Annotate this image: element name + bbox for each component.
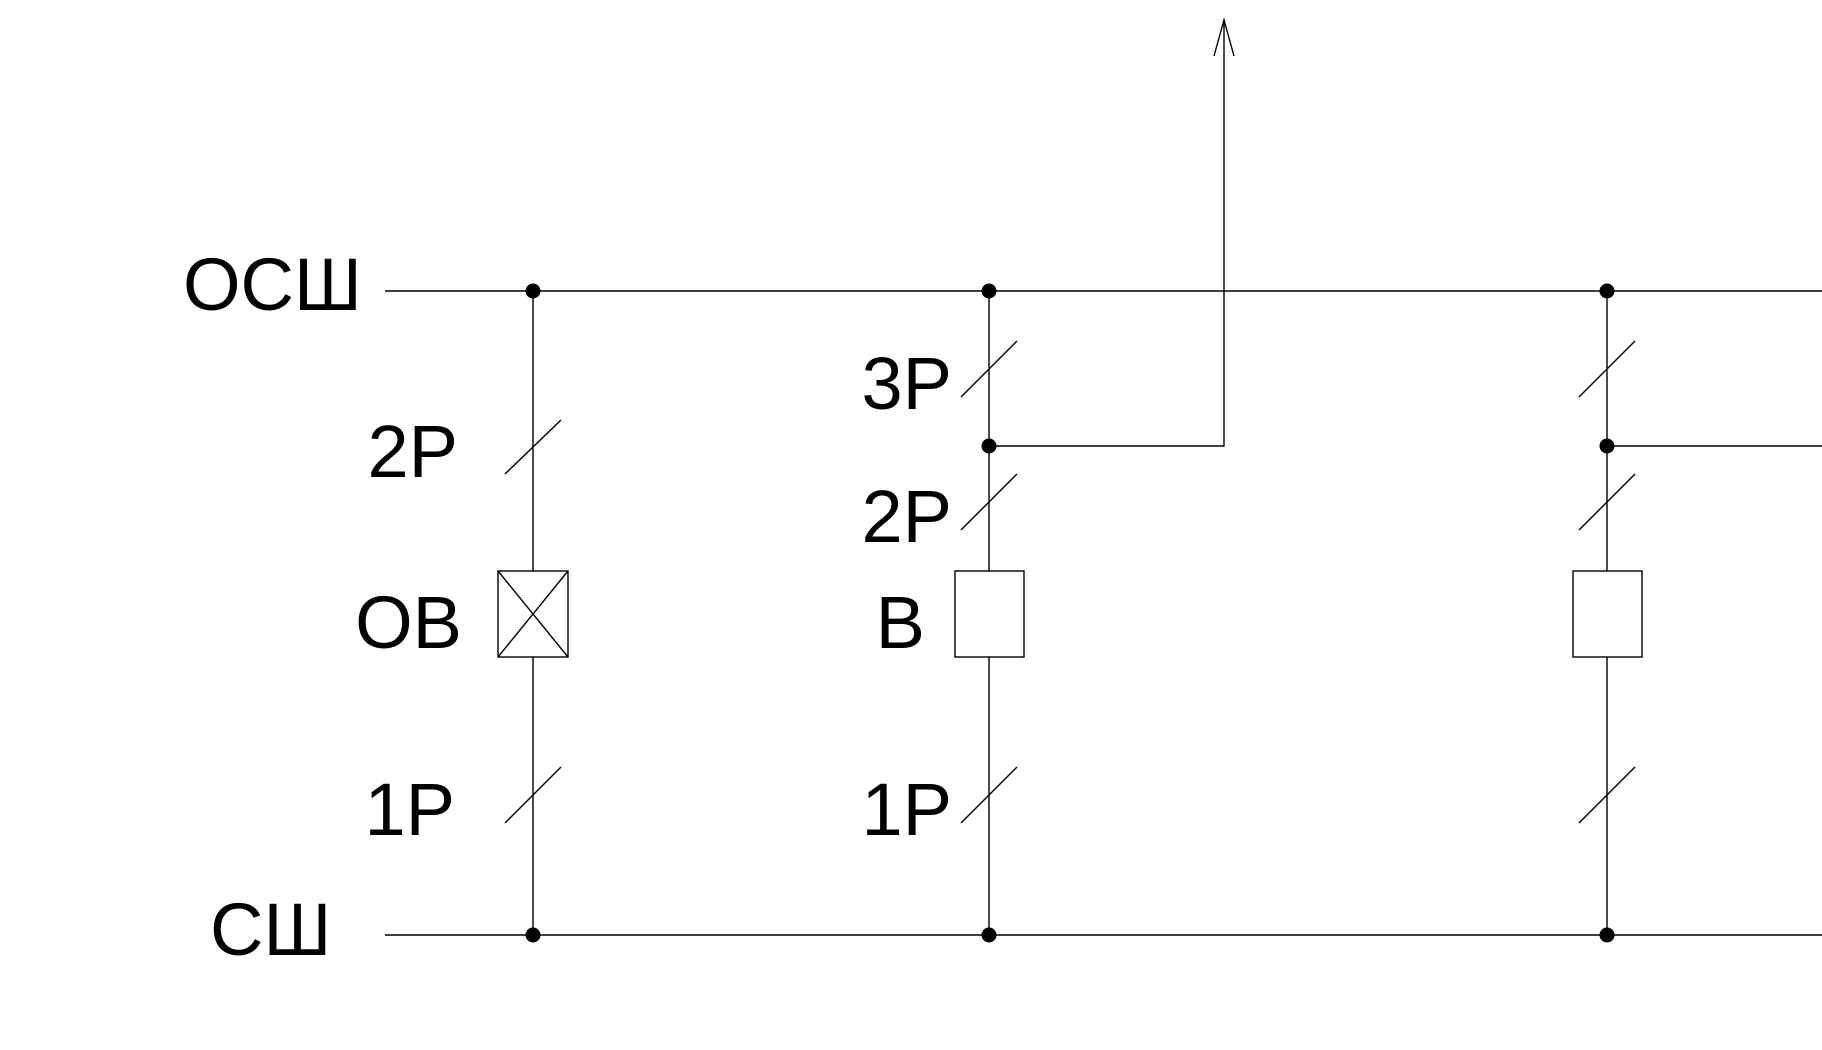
bypass-breaker-symbol [497,570,569,658]
bypass-breaker-label: ОВ [355,581,462,664]
line-breaker-label: В [876,581,925,664]
line-bay-bypass-disconnector-label: 3Р [861,342,952,425]
line-bay-2-breaker-symbol [1572,570,1643,658]
bypass-bus-label: ОСШ [183,243,362,326]
line-bay-bus-disconnector-symbol [960,766,1018,824]
line-bay-2-bus-disconnector-symbol [1578,766,1636,824]
line-bay-2-top-node [1599,283,1615,299]
line-bay-2-bypass-disconnector-symbol [1578,340,1636,398]
bypass-bay-lower-disconnector-symbol [504,766,562,824]
bypass-bay-lower-disconnector-label: 1Р [364,768,455,851]
line-bay-bus-disconnector-label: 1Р [861,768,952,851]
outgoing-line-arrow-icon [1213,17,1235,57]
bypass-bay-bottom-node [525,927,541,943]
line-bay-top-node [981,283,997,299]
main-bus-label: СШ [210,888,331,971]
bypass-breaker-cross-b [497,570,569,658]
line-bay-line-disconnector-symbol [960,473,1018,531]
bypass-bay-upper-disconnector-symbol [504,419,562,475]
line-breaker-symbol [954,570,1025,658]
line-bay-bottom-node [981,927,997,943]
line-bay-2 [1572,283,1822,943]
line-bay: 3Р 2Р В 1Р [861,17,1235,943]
outgoing-line-conductor [989,20,1225,447]
bypass-bay-top-node [525,283,541,299]
line-bay-bypass-disconnector-symbol [960,340,1018,398]
bypass-bay-upper-disconnector-label: 2Р [367,410,458,493]
bypass-bay: 2Р ОВ 1Р [355,283,569,943]
line-bay-2-bottom-node [1599,927,1615,943]
line-bay-2-line-disconnector-symbol [1578,473,1636,531]
line-bay-line-disconnector-label: 2Р [861,475,952,558]
